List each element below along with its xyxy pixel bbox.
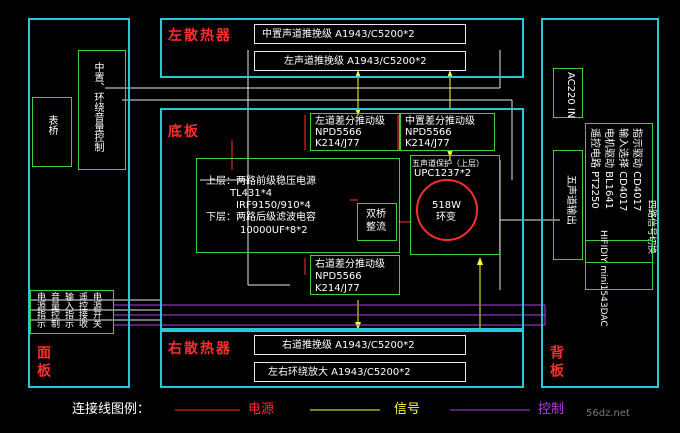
switch-label-3: 输入指示 [63, 292, 73, 328]
center-diff-line-3: K214/J77 [405, 138, 450, 149]
right-diff-driver [310, 255, 400, 295]
center-diff-line-2: NPD5566 [405, 127, 452, 138]
control-line-3: 输入选择 CD4017 [617, 128, 628, 212]
switch-label-4: 遥控接收 [77, 292, 87, 328]
surround-amp-stage [254, 362, 466, 382]
left-heatsink [160, 18, 524, 78]
front-panel-title: 面板 [35, 345, 51, 381]
dac-board [585, 240, 653, 290]
control-board [585, 123, 653, 263]
center-push-pull-label: 中置声道推挽级 A1943/C5200*2 [262, 29, 415, 40]
watermark: 56dz.net [586, 408, 630, 419]
center-diff-driver [400, 113, 495, 151]
center-diff-line-1: 中置差分推动级 [405, 116, 475, 127]
legend-control: 控制 [538, 402, 565, 417]
front-panel [28, 18, 130, 388]
right-push-pull-stage [254, 335, 466, 355]
bottom-board-title: 底板 [168, 124, 200, 140]
control-line-4: 指示驱动 CD4017 [631, 128, 642, 212]
toroid-power: 518W [432, 200, 461, 211]
right-diff-line-1: 右道差分推动级 [315, 259, 385, 270]
surround-amp-label: 左右环绕放大 A1943/C5200*2 [268, 367, 411, 378]
right-diff-line-3: K214/J77 [315, 283, 360, 294]
ac-input-label: AC220 IN [565, 72, 576, 119]
switch-label-5: 电源开关 [91, 292, 101, 328]
power-line-4: 下层：两路后级滤波电容 [206, 212, 316, 223]
toroid-label: 环变 [436, 212, 456, 223]
switch-board [30, 290, 114, 334]
right-heatsink-title: 右散热器 [168, 341, 232, 357]
left-diff-driver [310, 113, 400, 151]
left-push-pull-stage [254, 51, 466, 71]
five-channel-output [553, 150, 583, 260]
legend-power: 电源 [248, 402, 275, 417]
ac-input [553, 68, 583, 118]
volume-control-label: 中置、环绕音量控制 [92, 62, 103, 152]
back-panel-title: 背板 [548, 345, 564, 381]
left-push-pull-label: 左声道推挽级 A1943/C5200*2 [284, 56, 427, 67]
volume-control-board [78, 50, 126, 170]
bottom-board [160, 108, 524, 330]
back-panel [541, 18, 659, 388]
meter-bridge-label: 表桥 [46, 115, 57, 135]
legend-signal: 信号 [394, 402, 421, 417]
power-line-2: TL431*4 [230, 188, 273, 199]
protection-ic: UPC1237*2 [414, 168, 472, 179]
left-diff-line-1: 左道差分推动级 [315, 116, 385, 127]
power-line-1: 上层：两路前级稳压电源 [206, 176, 316, 187]
protection-block [410, 155, 500, 255]
left-diff-line-3: K214/J77 [315, 138, 360, 149]
switch-label-1: 电源指示 [35, 292, 45, 328]
five-channel-output-label: 五声道输出 [565, 175, 576, 225]
meter-bridge [32, 97, 72, 167]
control-line-2: 电机驱动 BL1641 [603, 128, 614, 210]
right-push-pull-label: 右道推挽级 A1943/C5200*2 [282, 340, 415, 351]
center-push-pull-stage [254, 24, 466, 44]
switch-label-2: 音量控制 [49, 292, 59, 328]
left-heatsink-title: 左散热器 [168, 28, 232, 44]
right-heatsink [160, 330, 524, 388]
left-diff-line-2: NPD5566 [315, 127, 362, 138]
rectifier-block [357, 203, 397, 241]
legend-label: 连接线图例： [72, 402, 151, 417]
power-supply-block [196, 158, 400, 253]
power-line-3: IRF9150/910*4 [236, 200, 311, 211]
right-diff-line-2: NPD5566 [315, 271, 362, 282]
power-line-5: 10000UF*8*2 [240, 225, 308, 236]
dac-label: HIFIDIY mini1543DAC [598, 230, 608, 327]
protection-title: 五声道保护（上层） [412, 159, 484, 168]
rectifier-label: 双桥整流 [366, 209, 386, 233]
control-line-1: 遥控电路 PT2250 [589, 128, 600, 209]
